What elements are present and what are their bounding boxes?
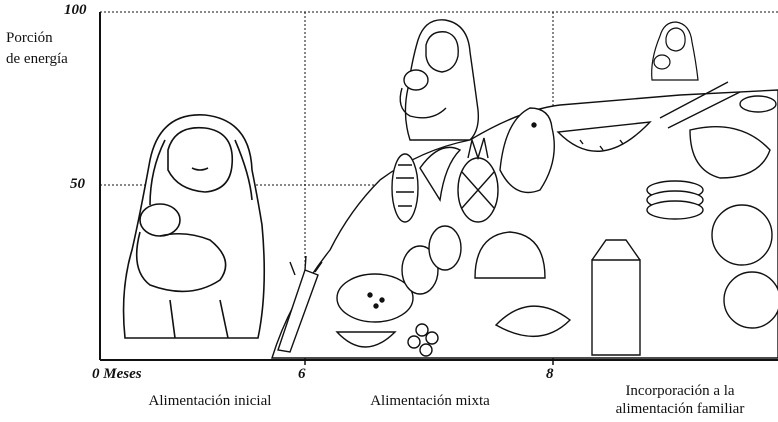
stage-label-family: Incorporación a la alimentación familiar (585, 382, 775, 418)
stage-label-initial: Alimentación inicial (115, 392, 305, 410)
stage-label-mixed-line1: Alimentación mixta (345, 392, 515, 410)
x-tick-0: 0 Meses (92, 366, 142, 383)
y-axis-label: Porción de energía (6, 28, 68, 70)
y-axis-label-line1: Porción (6, 28, 68, 49)
stage-label-initial-line1: Alimentación inicial (115, 392, 305, 410)
stage-label-family-line2: alimentación familiar (585, 400, 775, 418)
stage-label-family-line1: Incorporación a la (585, 382, 775, 400)
x-tick-8: 8 (546, 366, 554, 383)
small-mother-icon (652, 22, 698, 80)
y-axis-label-line2: de energía (6, 49, 68, 70)
y-tick-100: 100 (64, 2, 87, 19)
stage-label-mixed: Alimentación mixta (345, 392, 515, 410)
food-pile-icon (272, 82, 778, 358)
mother-with-baby-icon (124, 115, 265, 338)
mother-with-toddler-icon (400, 20, 478, 140)
y-tick-50: 50 (70, 176, 85, 193)
x-tick-6: 6 (298, 366, 306, 383)
